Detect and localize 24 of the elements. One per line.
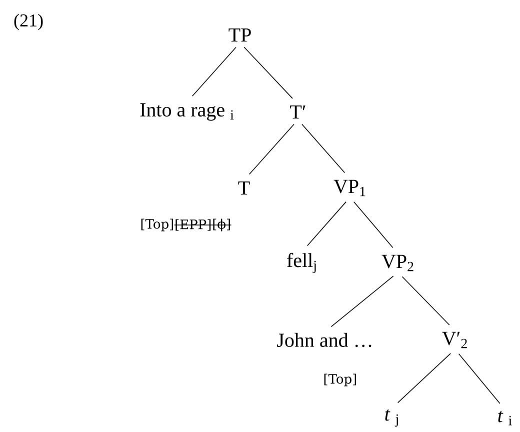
branch-line <box>306 201 346 246</box>
branch-line <box>402 276 450 326</box>
tree-node-label: T′ <box>290 105 306 119</box>
feature-label: [Top] <box>141 218 174 232</box>
branch-line <box>192 46 236 97</box>
branch-line <box>397 353 452 404</box>
branch-line <box>302 124 346 174</box>
tree-node-label: t $_{i}$ <box>498 410 512 426</box>
example-number: (21) <box>14 14 43 30</box>
tree-node-label: T <box>238 181 250 195</box>
tree-node-label: t $_{j}$ <box>385 409 398 427</box>
branch-line <box>354 201 394 248</box>
tree-node-label: VP$_{1}$ <box>334 180 366 196</box>
branch-line <box>244 46 293 99</box>
branch-line <box>458 354 500 404</box>
tree-node-label: TP <box>228 28 251 42</box>
tree-node-label: fell$_{j}$ <box>287 252 316 274</box>
feature-label: [Top] <box>324 374 356 386</box>
tree-node-label: Into a rage $_{i}$ <box>140 103 234 121</box>
branch-line <box>248 124 294 175</box>
tree-node-label: V′$_{2}$ <box>442 332 467 348</box>
tree-node-label: VP$_{2}$ <box>382 254 414 272</box>
branch-line <box>330 276 394 328</box>
tree-node-label: John and … <box>277 332 372 348</box>
